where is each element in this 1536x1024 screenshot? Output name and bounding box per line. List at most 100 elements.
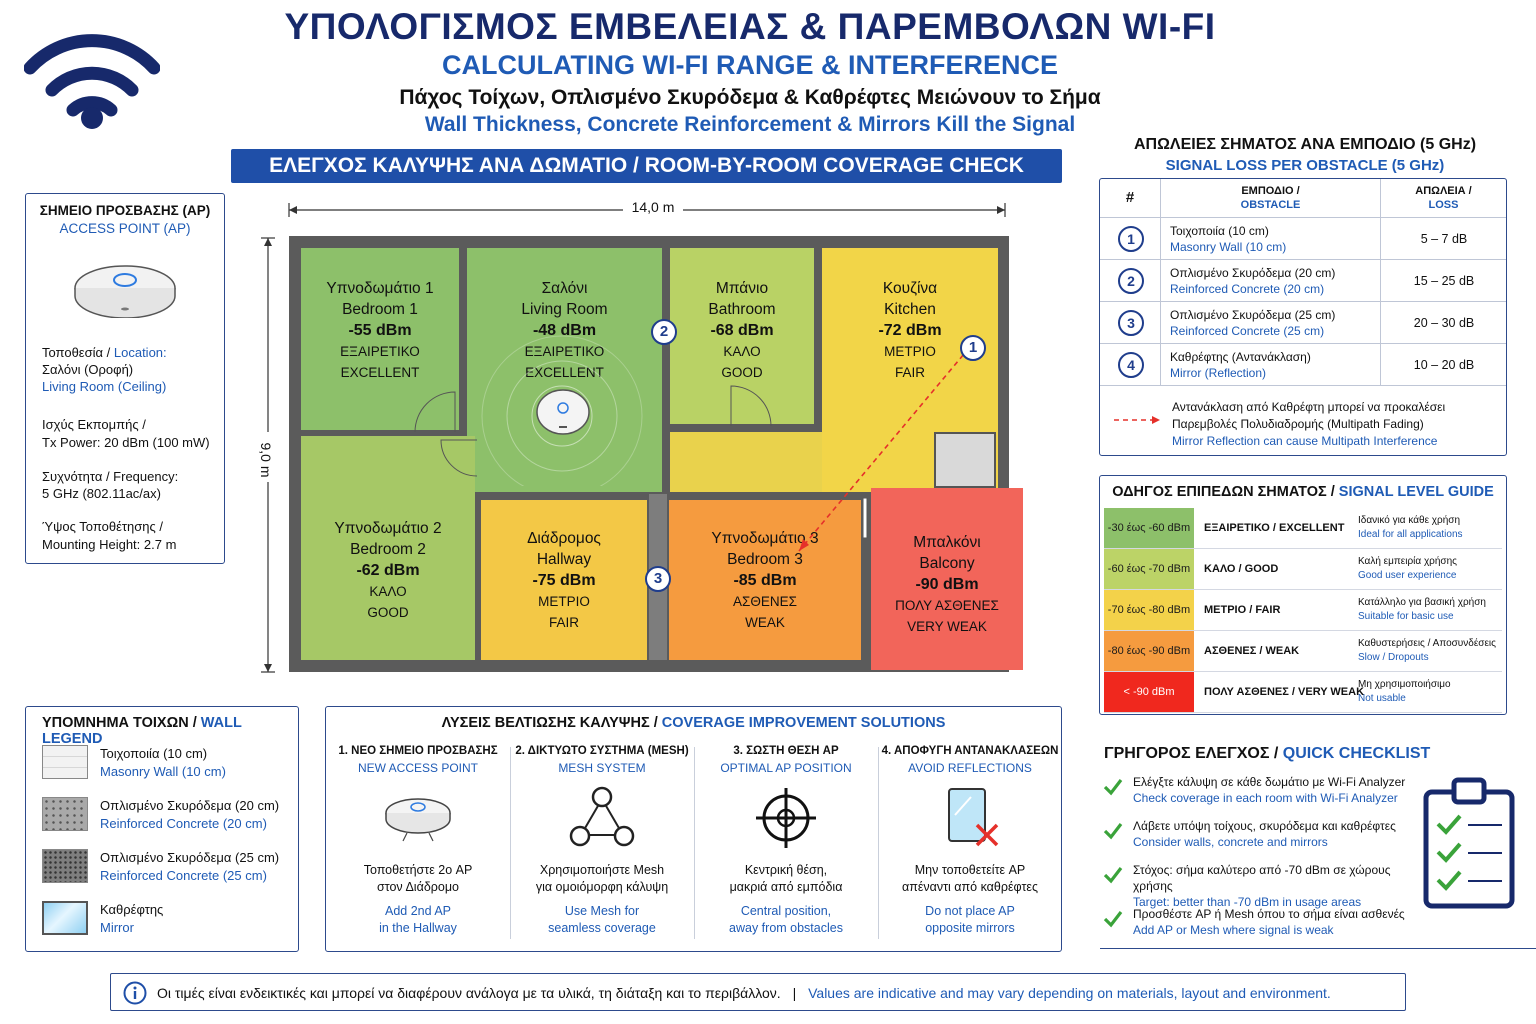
door-bedroom-1 [414, 391, 456, 433]
wall-legend-title: ΥΠΟΜΝΗΜΑ ΤΟΙΧΩΝ / WALL LEGEND [42, 715, 242, 747]
height-dimension-line [259, 237, 277, 673]
ap-location-label-en: Location: [113, 345, 167, 360]
solutions-title: ΛΥΣΕΙΣ ΒΕΛΤΙΩΣΗΣ ΚΑΛΥΨΗΣ / COVERAGE IMPR… [441, 715, 946, 731]
clipboard-icon [1423, 777, 1515, 909]
obstacle-row: 4 Καθρέφτης (Αντανάκλαση)Mirror (Reflect… [1100, 343, 1506, 385]
footer-english: Values are indicative and may vary depen… [808, 985, 1331, 1001]
obstacle-row: 1 Τοιχοποιία (10 cm)Masonry Wall (10 cm)… [1100, 217, 1506, 259]
concrete-25-swatch [42, 849, 88, 883]
signal-level-label: ΑΣΘΕΝΕΣ / WEAK [1204, 645, 1300, 657]
obstacle-table-title-en: SIGNAL LOSS PER OBSTACLE (5 GHz) [1165, 157, 1445, 174]
floor-plan: Υπνοδωμάτιο 1 Bedroom 1 -55 dBm ΕΞΑΙΡΕΤΙ… [289, 236, 1023, 672]
info-icon [123, 981, 147, 1005]
crosshair-icon [756, 788, 816, 848]
col-header-obstacle: ΕΜΠΟΔΙΟ / OBSTACLE [1160, 179, 1380, 217]
ap-height-value: Mounting Height: 2.7 m [42, 537, 177, 552]
room-balcony: Μπαλκόνι Balcony -90 dBm ΠΟΛΥ ΑΣΘΕΝΕΣ VE… [871, 488, 1023, 670]
mirror-box [934, 432, 996, 488]
ap-title-greek: ΣΗΜΕΙΟ ΠΡΟΣΒΑΣΗΣ (AP) [39, 203, 211, 218]
concrete-20-swatch [42, 797, 88, 831]
room-bathroom: Μπάνιο Bathroom -68 dBm ΚΑΛΟ GOOD [670, 248, 814, 424]
obstacle-table-title-gr: ΑΠΩΛΕΙΕΣ ΣΗΜΑΤΟΣ ΑΝΑ ΕΜΠΟΔΙΟ (5 GHz) [1133, 136, 1477, 153]
ap-power-value: Tx Power: 20 dBm (100 mW) [42, 435, 210, 450]
subtitle-english: Wall Thickness, Concrete Reinforcement &… [424, 113, 1076, 136]
signal-level-row: -80 έως -90 dBm ΑΣΘΕΝΕΣ / WEAK Καθυστερήσε… [1104, 631, 1502, 672]
signal-level-label: ΠΟΛΥ ΑΣΘΕΝΕΣ / VERY WEAK [1204, 686, 1365, 698]
signal-level-row: -60 έως -70 dBm ΚΑΛΟ / GOOD Καλή εμπειρία … [1104, 549, 1502, 590]
title-english: CALCULATING WI-FI RANGE & INTERFERENCE [442, 50, 1058, 80]
room-living-room: Σαλόνι Living Room -48 dBm ΕΞΑΙΡΕΤΙΚΟ EX… [467, 248, 662, 492]
access-point-in-living-room-icon [536, 389, 590, 435]
ap-frequency-label: Συχνότητα / Frequency: [42, 469, 179, 484]
signal-color-swatch: -70 έως -80 dBm [1104, 590, 1194, 630]
room-bedroom-2: Υπνοδωμάτιο 2 Bedroom 2 -62 dBm ΚΑΛΟ GOO… [301, 436, 475, 660]
subtitle-greek: Πάχος Τοίχων, Οπλισμένο Σκυρόδεμα & Καθρ… [399, 86, 1101, 109]
room-corridor-fill [670, 432, 822, 492]
reflection-path [798, 347, 970, 552]
signal-color-swatch: -30 έως -60 dBm [1104, 508, 1194, 548]
mirror-swatch [42, 901, 88, 935]
coverage-solutions: ΛΥΣΕΙΣ ΒΕΛΤΙΩΣΗΣ ΚΑΛΥΨΗΣ / COVERAGE IMPR… [325, 706, 1062, 952]
room-bedroom-1: Υπνοδωμάτιο 1 Bedroom 1 -55 dBm ΕΞΑΙΡΕΤΙ… [301, 248, 459, 430]
mirror-cross-icon [948, 788, 999, 847]
checkmark-icon [1103, 823, 1123, 840]
col-header-number: # [1125, 189, 1135, 206]
door-balcony [863, 498, 868, 538]
checklist-title: ΓΡΗΓΟΡΟΣ ΕΛΕΓΧΟΣ / QUICK CHECKLIST [1104, 745, 1431, 762]
room-hallway: Διάδρομος Hallway -75 dBm ΜΕΤΡΙΟ FAIR [481, 500, 647, 660]
ap-location-gr: Σαλόνι (Οροφή) [42, 362, 134, 377]
obstacle-loss-table: # ΕΜΠΟΔΙΟ / OBSTACLE ΑΠΩΛΕΙΑ / LOSS 1 Το… [1099, 178, 1507, 456]
ap-height-label: Ύψος Τοποθέτησης / [42, 519, 163, 534]
obstacle-row: 3 Οπλισμένο Σκυρόδεμα (25 cm)Reinforced … [1100, 301, 1506, 343]
dashed-arrow-icon [1114, 416, 1160, 424]
checkmark-icon [1103, 867, 1123, 884]
signal-color-swatch: -60 έως -70 dBm [1104, 549, 1194, 589]
title-greek: ΥΠΟΛΟΓΙΣΜΟΣ ΕΜΒΕΛΕΙΑΣ & ΠΑΡΕΜΒΟΛΩΝ WI-FI [284, 6, 1216, 47]
wall-legend-item: Οπλισμένο Σκυρόδεμα (20 cm)Reinforced Co… [42, 797, 292, 837]
obstacle-marker-1: 1 [960, 335, 986, 361]
access-point-icon [385, 798, 451, 842]
multipath-note: Αντανάκλαση από Καθρέφτη μπορεί να προκα… [1100, 385, 1506, 455]
signal-color-swatch: < -90 dBm [1104, 672, 1194, 712]
checkmark-icon [1103, 779, 1123, 796]
footer-disclaimer: Οι τιμές είναι ενδεικτικές και μπορεί να… [110, 973, 1406, 1011]
ap-frequency-value: 5 GHz (802.11ac/ax) [42, 486, 161, 501]
wall-legend-item: Οπλισμένο Σκυρόδεμα (25 cm)Reinforced Co… [42, 849, 292, 889]
wall-legend-item: Τοιχοποιία (10 cm)Masonry Wall (10 cm) [42, 745, 292, 785]
solution-item: 3. ΣΩΣΤΗ ΘΕΣΗ AP OPTIMAL AP POSITION Κεν… [720, 745, 852, 935]
signal-level-row: -30 έως -60 dBm ΕΞΑΙΡΕΤΙΚΟ / EXCELLENT Ιδα… [1104, 508, 1502, 549]
masonry-swatch [42, 745, 88, 779]
wall-legend: ΥΠΟΜΝΗΜΑ ΤΟΙΧΩΝ / WALL LEGEND Τοιχοποιία… [25, 706, 299, 952]
solution-item: 4. ΑΠΟΦΥΓΗ ΑΝΤΑΝΑΚΛΑΣΕΩΝ AVOID REFLECTIO… [881, 745, 1059, 935]
signal-level-label: ΕΞΑΙΡΕΤΙΚΟ / EXCELLENT [1204, 522, 1345, 534]
obstacle-marker-2: 2 [651, 319, 677, 345]
room-coverage-banner: ΕΛΕΓΧΟΣ ΚΑΛΥΨΗΣ ΑΝΑ ΔΩΜΑΤΙΟ / ROOM-BY-RO… [231, 149, 1062, 183]
wifi-logo-icon [24, 34, 160, 129]
door-bedroom-2 [440, 439, 478, 477]
note-english: Mirror Reflection can cause Multipath In… [1172, 434, 1438, 448]
footer-greek: Οι τιμές είναι ενδεικτικές και μπορεί να… [157, 985, 781, 1001]
signal-color-swatch: -80 έως -90 dBm [1104, 631, 1194, 671]
room-bedroom-3: Υπνοδωμάτιο 3 Bedroom 3 -85 dBm ΑΣΘΕΝΕΣ … [669, 500, 861, 660]
signal-level-guide: ΟΔΗΓΟΣ ΕΠΙΠΕΔΩΝ ΣΗΜΑΤΟΣ / SIGNAL LEVEL G… [1099, 475, 1507, 715]
width-dimension-line [288, 201, 1006, 219]
solution-item: 2. ΔΙΚΤΥΩΤΟ ΣΥΣΤΗΜΑ (MESH) MESH SYSTEM Χ… [515, 745, 689, 935]
checkmark-icon [1103, 911, 1123, 928]
width-dimension-label: 14,0 m [631, 199, 675, 215]
access-point-device-icon [74, 265, 176, 318]
coverage-rings [481, 335, 643, 486]
signal-level-label: ΚΑΛΟ / GOOD [1204, 563, 1279, 575]
signal-guide-title: ΟΔΗΓΟΣ ΕΠΙΠΕΔΩΝ ΣΗΜΑΤΟΣ / SIGNAL LEVEL G… [1112, 484, 1494, 500]
obstacle-row: 2 Οπλισμένο Σκυρόδεμα (20 cm)Reinforced … [1100, 259, 1506, 301]
note-greek-line-2: Παρεμβολές Πολυδιαδρομής (Multipath Fadi… [1172, 417, 1424, 431]
note-greek-line-1: Αντανάκλαση από Καθρέφτη μπορεί να προκα… [1172, 400, 1446, 414]
mesh-network-icon [569, 786, 635, 847]
